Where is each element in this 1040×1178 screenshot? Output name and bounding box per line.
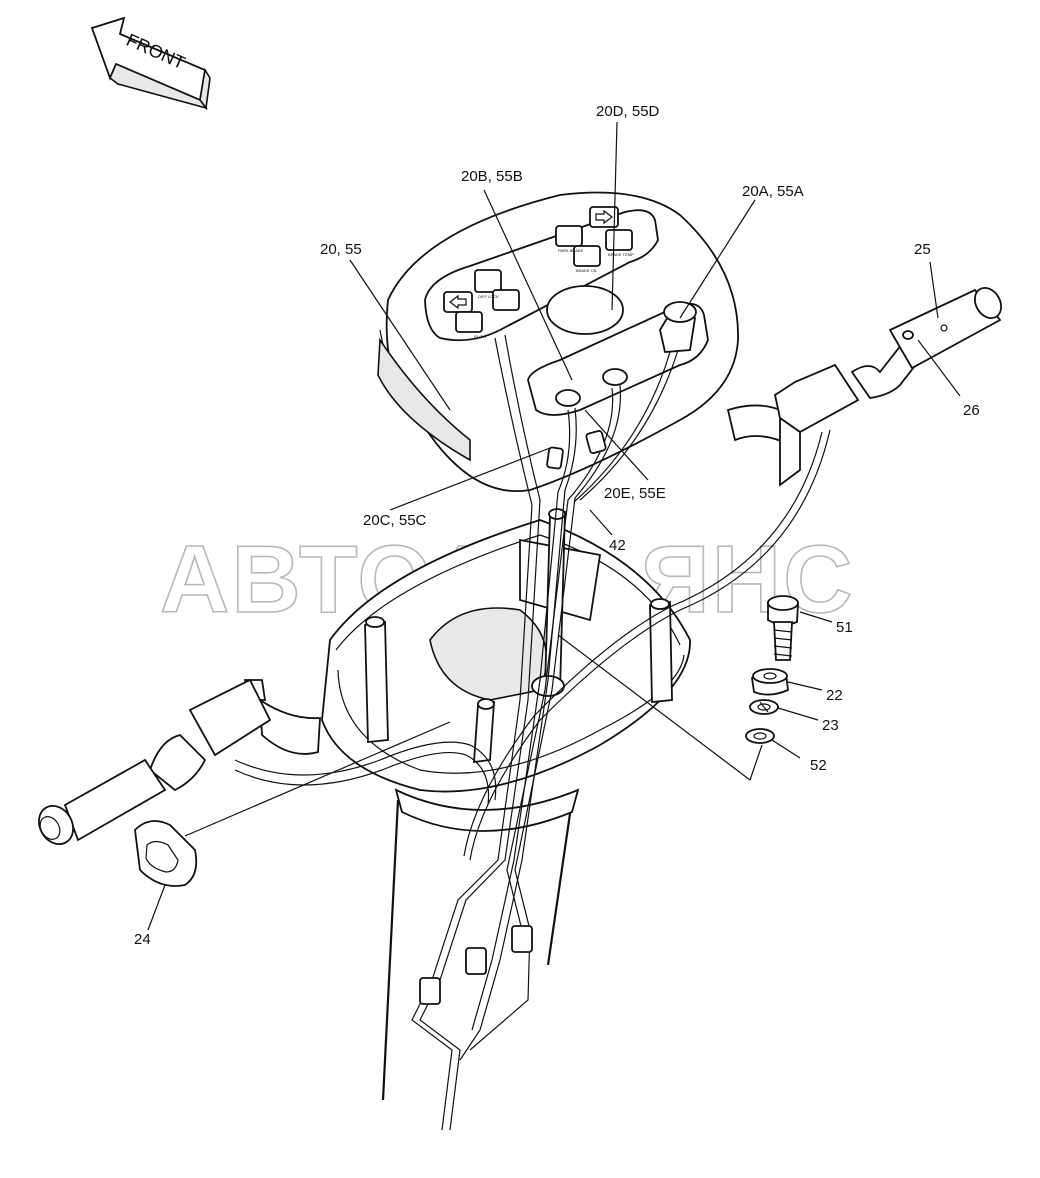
headlight-icon — [492, 289, 520, 311]
lower-column-cover — [321, 508, 691, 793]
turn-right-indicator-icon — [589, 206, 619, 228]
callout-22: 22 — [826, 687, 843, 704]
callout-20e-55e: 20E, 55E — [604, 485, 666, 502]
diff-lock-icon — [474, 269, 502, 293]
brake-oil-icon — [573, 245, 601, 267]
park-brake-icon — [555, 225, 583, 247]
callout-20b-55b: 20B, 55B — [461, 168, 523, 185]
callout-24: 24 — [134, 931, 151, 948]
label-brake-temp: BRAKE TEMP — [608, 252, 634, 257]
wire-harness — [234, 334, 831, 1131]
callout-20a-55a: 20A, 55A — [742, 183, 804, 200]
callout-20-55: 20, 55 — [320, 241, 362, 258]
callout-20c-55c: 20C, 55C — [363, 512, 427, 529]
left-combination-switch — [38, 678, 321, 845]
callout-51: 51 — [836, 619, 853, 636]
callout-42: 42 — [609, 537, 626, 554]
right-combination-switch — [726, 287, 1003, 487]
callout-23: 23 — [822, 717, 839, 734]
callout-26: 26 — [963, 402, 980, 419]
leader-lines — [147, 121, 961, 931]
callout-25: 25 — [914, 241, 931, 258]
upper-instrument-cover: PARK BRAKE BRAKE OIL BRAKE TEMP DIFF LOC… — [377, 191, 739, 492]
label-diff-lock: DIFF LOCK — [478, 294, 499, 299]
front-direction-arrow: FRONT — [90, 16, 211, 111]
glow-plug-icon — [455, 311, 483, 333]
part-24-bracket — [134, 820, 198, 887]
label-park-brake: PARK BRAKE — [558, 248, 584, 253]
callout-52: 52 — [810, 757, 827, 774]
label-brake-oil: BRAKE OIL — [576, 268, 598, 273]
callout-20d-55d: 20D, 55D — [596, 103, 660, 120]
turn-left-indicator-icon — [443, 291, 473, 313]
steering-column — [381, 788, 580, 1101]
brake-temp-icon — [605, 229, 633, 251]
fastener-set — [745, 595, 799, 744]
label-glow: GLOW — [474, 334, 486, 339]
